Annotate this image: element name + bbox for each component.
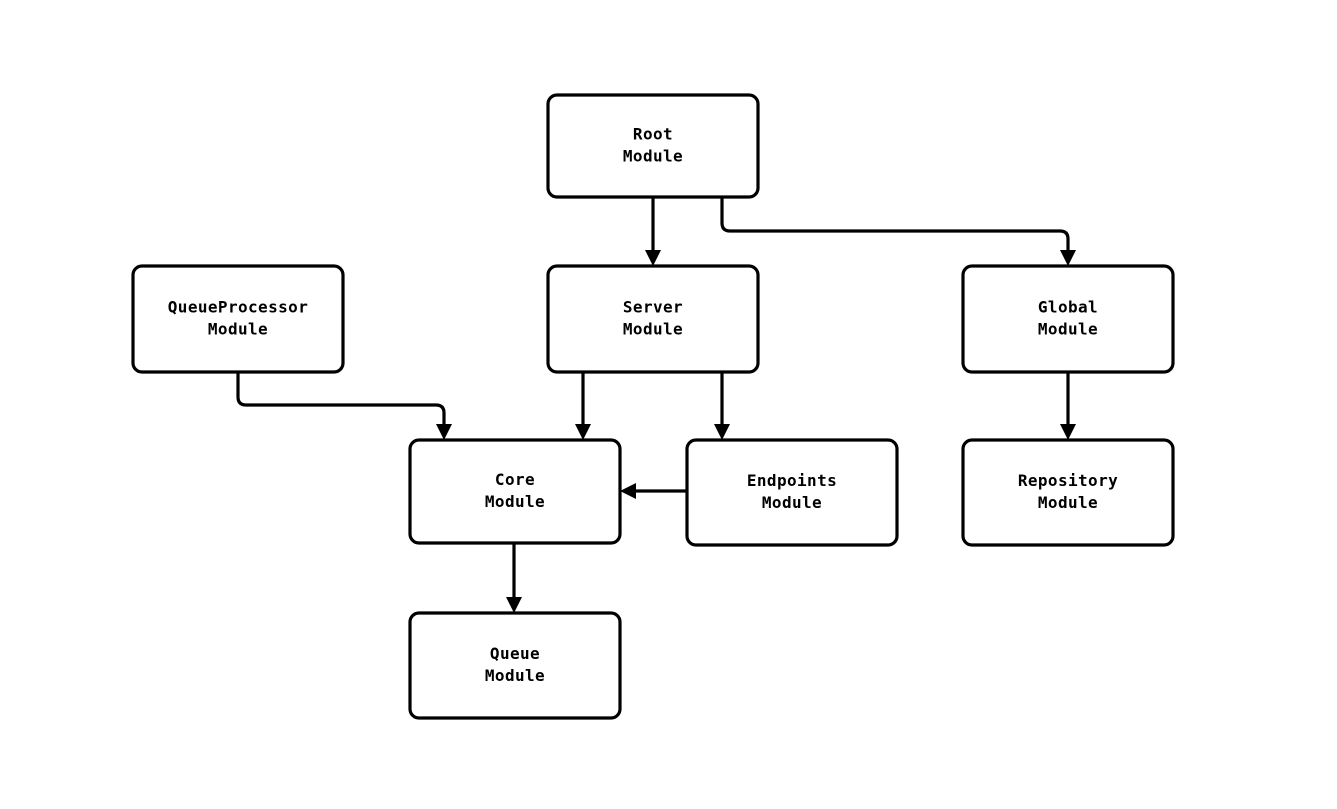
node-box[interactable] [408,438,622,545]
edge-root-global [720,197,1076,266]
node-global[interactable]: Global Module [961,264,1175,374]
node-label-line1: Core [495,470,535,489]
node-box[interactable] [131,264,345,374]
node-label-line1: Repository [1018,471,1118,490]
arrowhead-icon [645,250,661,266]
edge-path [720,197,1070,258]
node-box[interactable] [546,264,760,374]
node-label-line1: Endpoints [747,471,837,490]
node-layer: Root Module QueueProcessor Module Server… [131,93,1175,720]
node-label-line1: Server [623,298,683,317]
arrowhead-icon [620,483,636,499]
node-label-line2: Module [1038,493,1098,512]
node-label-line2: Module [1038,320,1098,339]
node-box[interactable] [961,438,1175,547]
edge-server-endpoints [714,372,730,440]
node-label-line2: Module [485,492,545,511]
node-label-line2: Module [208,320,268,339]
node-label-line2: Module [623,320,683,339]
edge-queueprocessor-core [236,372,452,440]
node-endpoints[interactable]: Endpoints Module [685,438,899,547]
arrowhead-icon [436,424,452,440]
edge-path [236,372,446,432]
node-label-line1: Global [1038,298,1098,317]
node-box[interactable] [685,438,899,547]
edge-core-queue [506,543,522,613]
arrowhead-icon [575,424,591,440]
arrowhead-icon [1060,424,1076,440]
node-server[interactable]: Server Module [546,264,760,374]
node-core[interactable]: Core Module [408,438,622,545]
node-label-line2: Module [485,666,545,685]
node-label-line2: Module [762,493,822,512]
node-label-line1: Root [633,125,673,144]
node-label-line1: Queue [490,644,540,663]
node-repository[interactable]: Repository Module [961,438,1175,547]
arrowhead-icon [506,597,522,613]
node-root[interactable]: Root Module [546,93,760,199]
edge-endpoints-core [620,483,687,499]
edge-global-repository [1060,372,1076,440]
edge-layer [236,197,1076,613]
node-box[interactable] [408,611,622,720]
node-box[interactable] [546,93,760,199]
node-label-line1: QueueProcessor [168,298,308,317]
edge-server-core [575,372,591,440]
node-queue[interactable]: Queue Module [408,611,622,720]
node-label-line2: Module [623,147,683,166]
edge-root-server [645,197,661,266]
arrowhead-icon [1060,250,1076,266]
node-queueprocessor[interactable]: QueueProcessor Module [131,264,345,374]
node-box[interactable] [961,264,1175,374]
arrowhead-icon [714,424,730,440]
